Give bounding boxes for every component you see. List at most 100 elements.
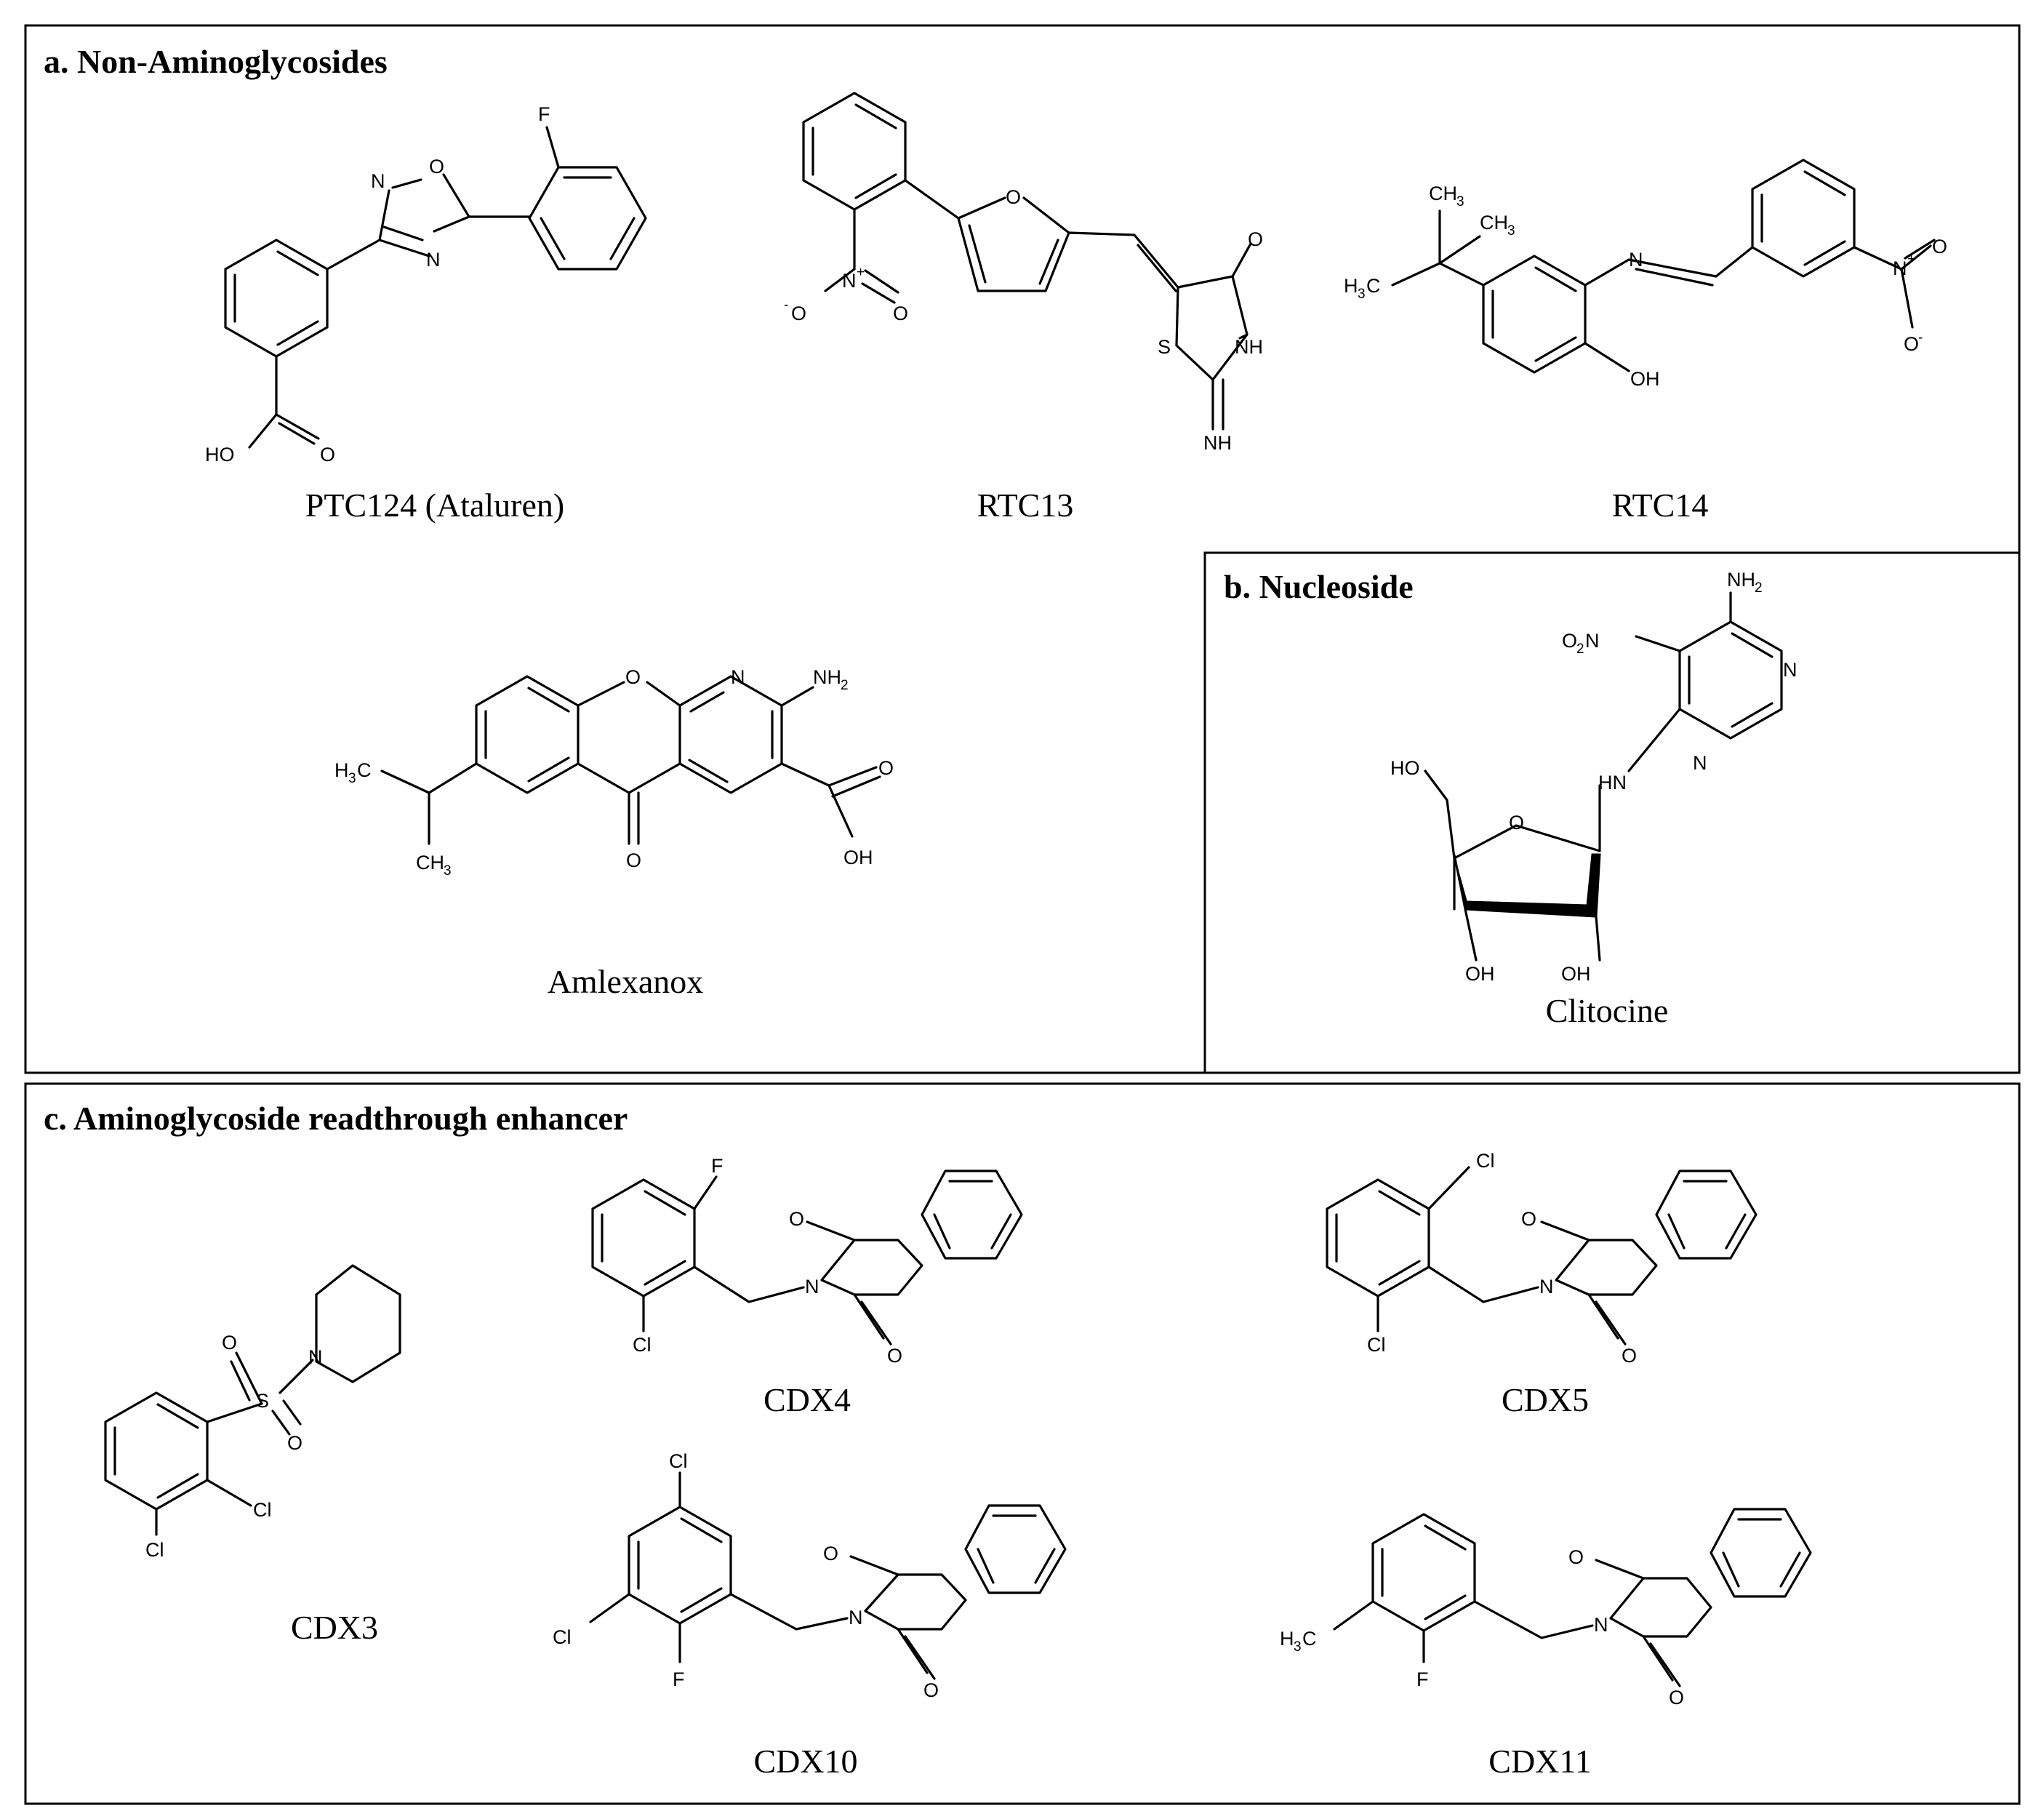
clitocine-atom-oh1: OH xyxy=(1465,963,1495,985)
rtc14-phenol-ring xyxy=(1482,255,1587,374)
rtc13-phenyl-ring xyxy=(802,92,907,211)
ptc124-atom-ho: HO xyxy=(205,444,235,465)
rtc13-thiazolidinone-bonds xyxy=(1067,231,1252,431)
cdx4-phenyl-ring xyxy=(591,1178,696,1298)
rtc14-atom-n-imine: N xyxy=(1629,249,1643,271)
amlexanox-atom-n: N xyxy=(731,666,745,688)
compound-name-amlexanox: Amlexanox xyxy=(548,963,704,1000)
ptc124-fluorophenyl-ring xyxy=(528,166,647,271)
cdx4-phthal-ring xyxy=(921,1170,1023,1260)
compound-name-cdx10: CDX10 xyxy=(753,1743,857,1780)
cdx11-atom-n: N xyxy=(1594,1614,1608,1636)
amlexanox-atom-nh2: NH xyxy=(813,666,841,688)
rtc14-atom-h3c-c: C xyxy=(1366,275,1381,297)
clitocine-atom-o2n-n: N xyxy=(1585,630,1600,652)
rtc14-atom-n-charge: + xyxy=(1907,252,1915,267)
clitocine-atom-o2n-sub: 2 xyxy=(1576,641,1584,657)
clitocine-atom-n3: N xyxy=(1693,752,1707,774)
amlexanox-atom-h3c-h: H xyxy=(334,759,349,781)
rtc13-atom-n-nitro: N xyxy=(842,270,857,292)
cdx5-atom-cl1: Cl xyxy=(1476,1150,1495,1172)
cdx3-atom-o2: O xyxy=(287,1432,302,1454)
clitocine-atom-ho: HO xyxy=(1390,757,1420,779)
cdx10-atom-o2: O xyxy=(923,1679,939,1701)
cdx10-atom-f: F xyxy=(673,1668,685,1690)
cdx3-phenyl-ring xyxy=(104,1391,209,1511)
cdx10-substituent-bonds xyxy=(589,1471,849,1663)
amlexanox-atom-o-keto: O xyxy=(626,849,641,871)
structure-cdx5: Cl Cl N O O xyxy=(1326,1150,1758,1367)
rtc14-atom-minus: - xyxy=(1918,330,1923,345)
ptc124-atom-o: O xyxy=(429,156,444,177)
cdx4-atom-n: N xyxy=(805,1276,819,1298)
compound-name-clitocine: Clitocine xyxy=(1546,992,1669,1029)
compound-name-cdx11: CDX11 xyxy=(1488,1743,1591,1780)
amlexanox-atom-oh: OH xyxy=(843,847,873,868)
rtc13-atom-o-nitro: O xyxy=(893,303,908,324)
cdx11-phenyl-ring xyxy=(1371,1513,1476,1632)
clitocine-atom-o2n-o: O xyxy=(1562,630,1577,652)
amlexanox-atom-o-acid: O xyxy=(878,757,894,779)
rtc13-atom-o-furan: O xyxy=(1006,186,1021,208)
compound-name-cdx3: CDX3 xyxy=(291,1609,378,1646)
rtc13-atom-s: S xyxy=(1158,336,1171,358)
clitocine-ribose-substituent-bonds xyxy=(1424,769,1601,962)
cdx11-imide-bonds xyxy=(1595,1559,1712,1687)
cdx5-atom-o1: O xyxy=(1521,1208,1536,1230)
cdx4-atom-f: F xyxy=(711,1155,724,1177)
cdx10-phenyl-double-bonds xyxy=(637,1517,723,1613)
structure-rtc14: CH 3 CH 3 H 3 C N OH N + O O - xyxy=(1344,159,1947,390)
rtc14-nitrophenyl-double-bonds xyxy=(1760,170,1846,266)
cdx5-imide-bonds xyxy=(1540,1220,1658,1346)
rtc13-nitro-bonds xyxy=(824,208,899,304)
amlexanox-atom-ch3: CH xyxy=(416,852,444,873)
cdx5-phenyl-double-bonds xyxy=(1335,1190,1421,1286)
structure-cdx4: F Cl N O O xyxy=(591,1155,1023,1367)
panel-c-frame xyxy=(24,1082,2021,1805)
cdx10-phthal-double-bonds xyxy=(977,1514,1056,1584)
rtc14-atom-oh: OH xyxy=(1630,368,1660,390)
rtc14-atom-ch3-right-sub: 3 xyxy=(1507,223,1515,239)
cdx5-atom-n: N xyxy=(1539,1276,1554,1298)
cdx4-atom-cl: Cl xyxy=(633,1334,652,1356)
structure-rtc13: O N + - O O O S NH NH xyxy=(784,92,1263,454)
rtc13-atom-o-minus: O xyxy=(791,303,806,324)
cdx3-atom-cl2: Cl xyxy=(145,1539,164,1561)
clitocine-pyrimidine-ring xyxy=(1678,620,1783,740)
amlexanox-substituent-bonds xyxy=(780,686,881,838)
cdx10-imide-bonds xyxy=(849,1555,967,1680)
clitocine-substituent-bonds xyxy=(1627,591,1732,772)
rtc13-atom-nh-imine: NH xyxy=(1203,432,1232,454)
ptc124-benzoic-ring-double-bonds xyxy=(233,250,319,346)
rtc13-phenyl-double-bonds xyxy=(811,103,897,199)
rtc13-atom-o-keto: O xyxy=(1248,228,1263,250)
cdx10-atom-o1: O xyxy=(823,1543,838,1564)
clitocine-atom-o-ring: O xyxy=(1509,812,1524,833)
cdx5-phthal-ring xyxy=(1655,1170,1758,1260)
rtc14-atom-n-nitro: N xyxy=(1893,257,1907,279)
cdx4-imide-bonds xyxy=(806,1220,923,1346)
cdx5-phthal-double-bonds xyxy=(1667,1180,1747,1250)
panel-a-title: a. Non-Aminoglycosides xyxy=(44,43,388,80)
amlexanox-ring-a xyxy=(475,675,580,794)
amlexanox-atom-h3c-c: C xyxy=(357,759,372,781)
cdx11-phthal-ring xyxy=(1710,1508,1812,1598)
amlexanox-ring-a-double-bonds xyxy=(484,687,570,783)
amlexanox-atom-nh2-sub: 2 xyxy=(841,678,849,693)
ptc124-fluorophenyl-double-bonds xyxy=(540,176,636,260)
clitocine-atom-hn: HN xyxy=(1598,772,1627,793)
cdx11-atom-o1: O xyxy=(1568,1546,1584,1568)
cdx4-atom-o2: O xyxy=(887,1345,902,1367)
ptc124-carboxyl-bonds xyxy=(248,355,320,449)
cdx5-substituent-bonds xyxy=(1376,1166,1539,1332)
amlexanox-atom-ch3-sub: 3 xyxy=(444,863,452,879)
rtc14-atom-h3c-sub: 3 xyxy=(1358,287,1366,302)
cdx5-phenyl-ring xyxy=(1326,1178,1430,1298)
rtc13-furan-bonds xyxy=(904,179,1070,292)
cdx4-atom-o1: O xyxy=(789,1208,804,1230)
cdx11-phthal-double-bonds xyxy=(1722,1518,1801,1588)
rtc14-imine-bonds xyxy=(1584,246,1754,372)
clitocine-atom-nh2-sub: 2 xyxy=(1755,580,1763,596)
rtc13-atom-n-charge: + xyxy=(857,265,865,280)
